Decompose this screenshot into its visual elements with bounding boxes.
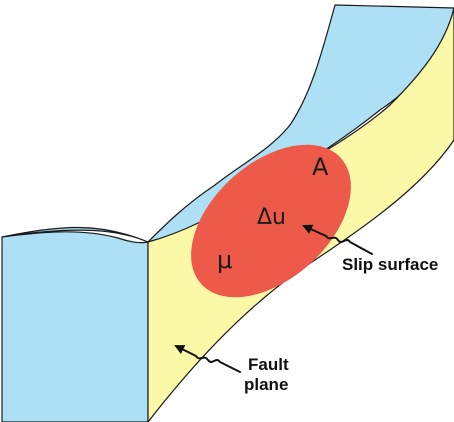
block-front-face (1, 231, 149, 422)
fault-plane-label-line2: plane (244, 375, 288, 394)
symbol-area: A (312, 153, 329, 181)
symbol-slip: Δu (257, 205, 286, 230)
slip-surface-arrow (302, 224, 373, 255)
fault-plane-arrow (174, 345, 241, 373)
slip-surface-label: Slip surface (342, 255, 438, 274)
symbol-rigidity: μ (217, 246, 232, 274)
slip-surface-patch (191, 144, 351, 298)
fault-plane-label-line1: Fault (248, 355, 289, 374)
